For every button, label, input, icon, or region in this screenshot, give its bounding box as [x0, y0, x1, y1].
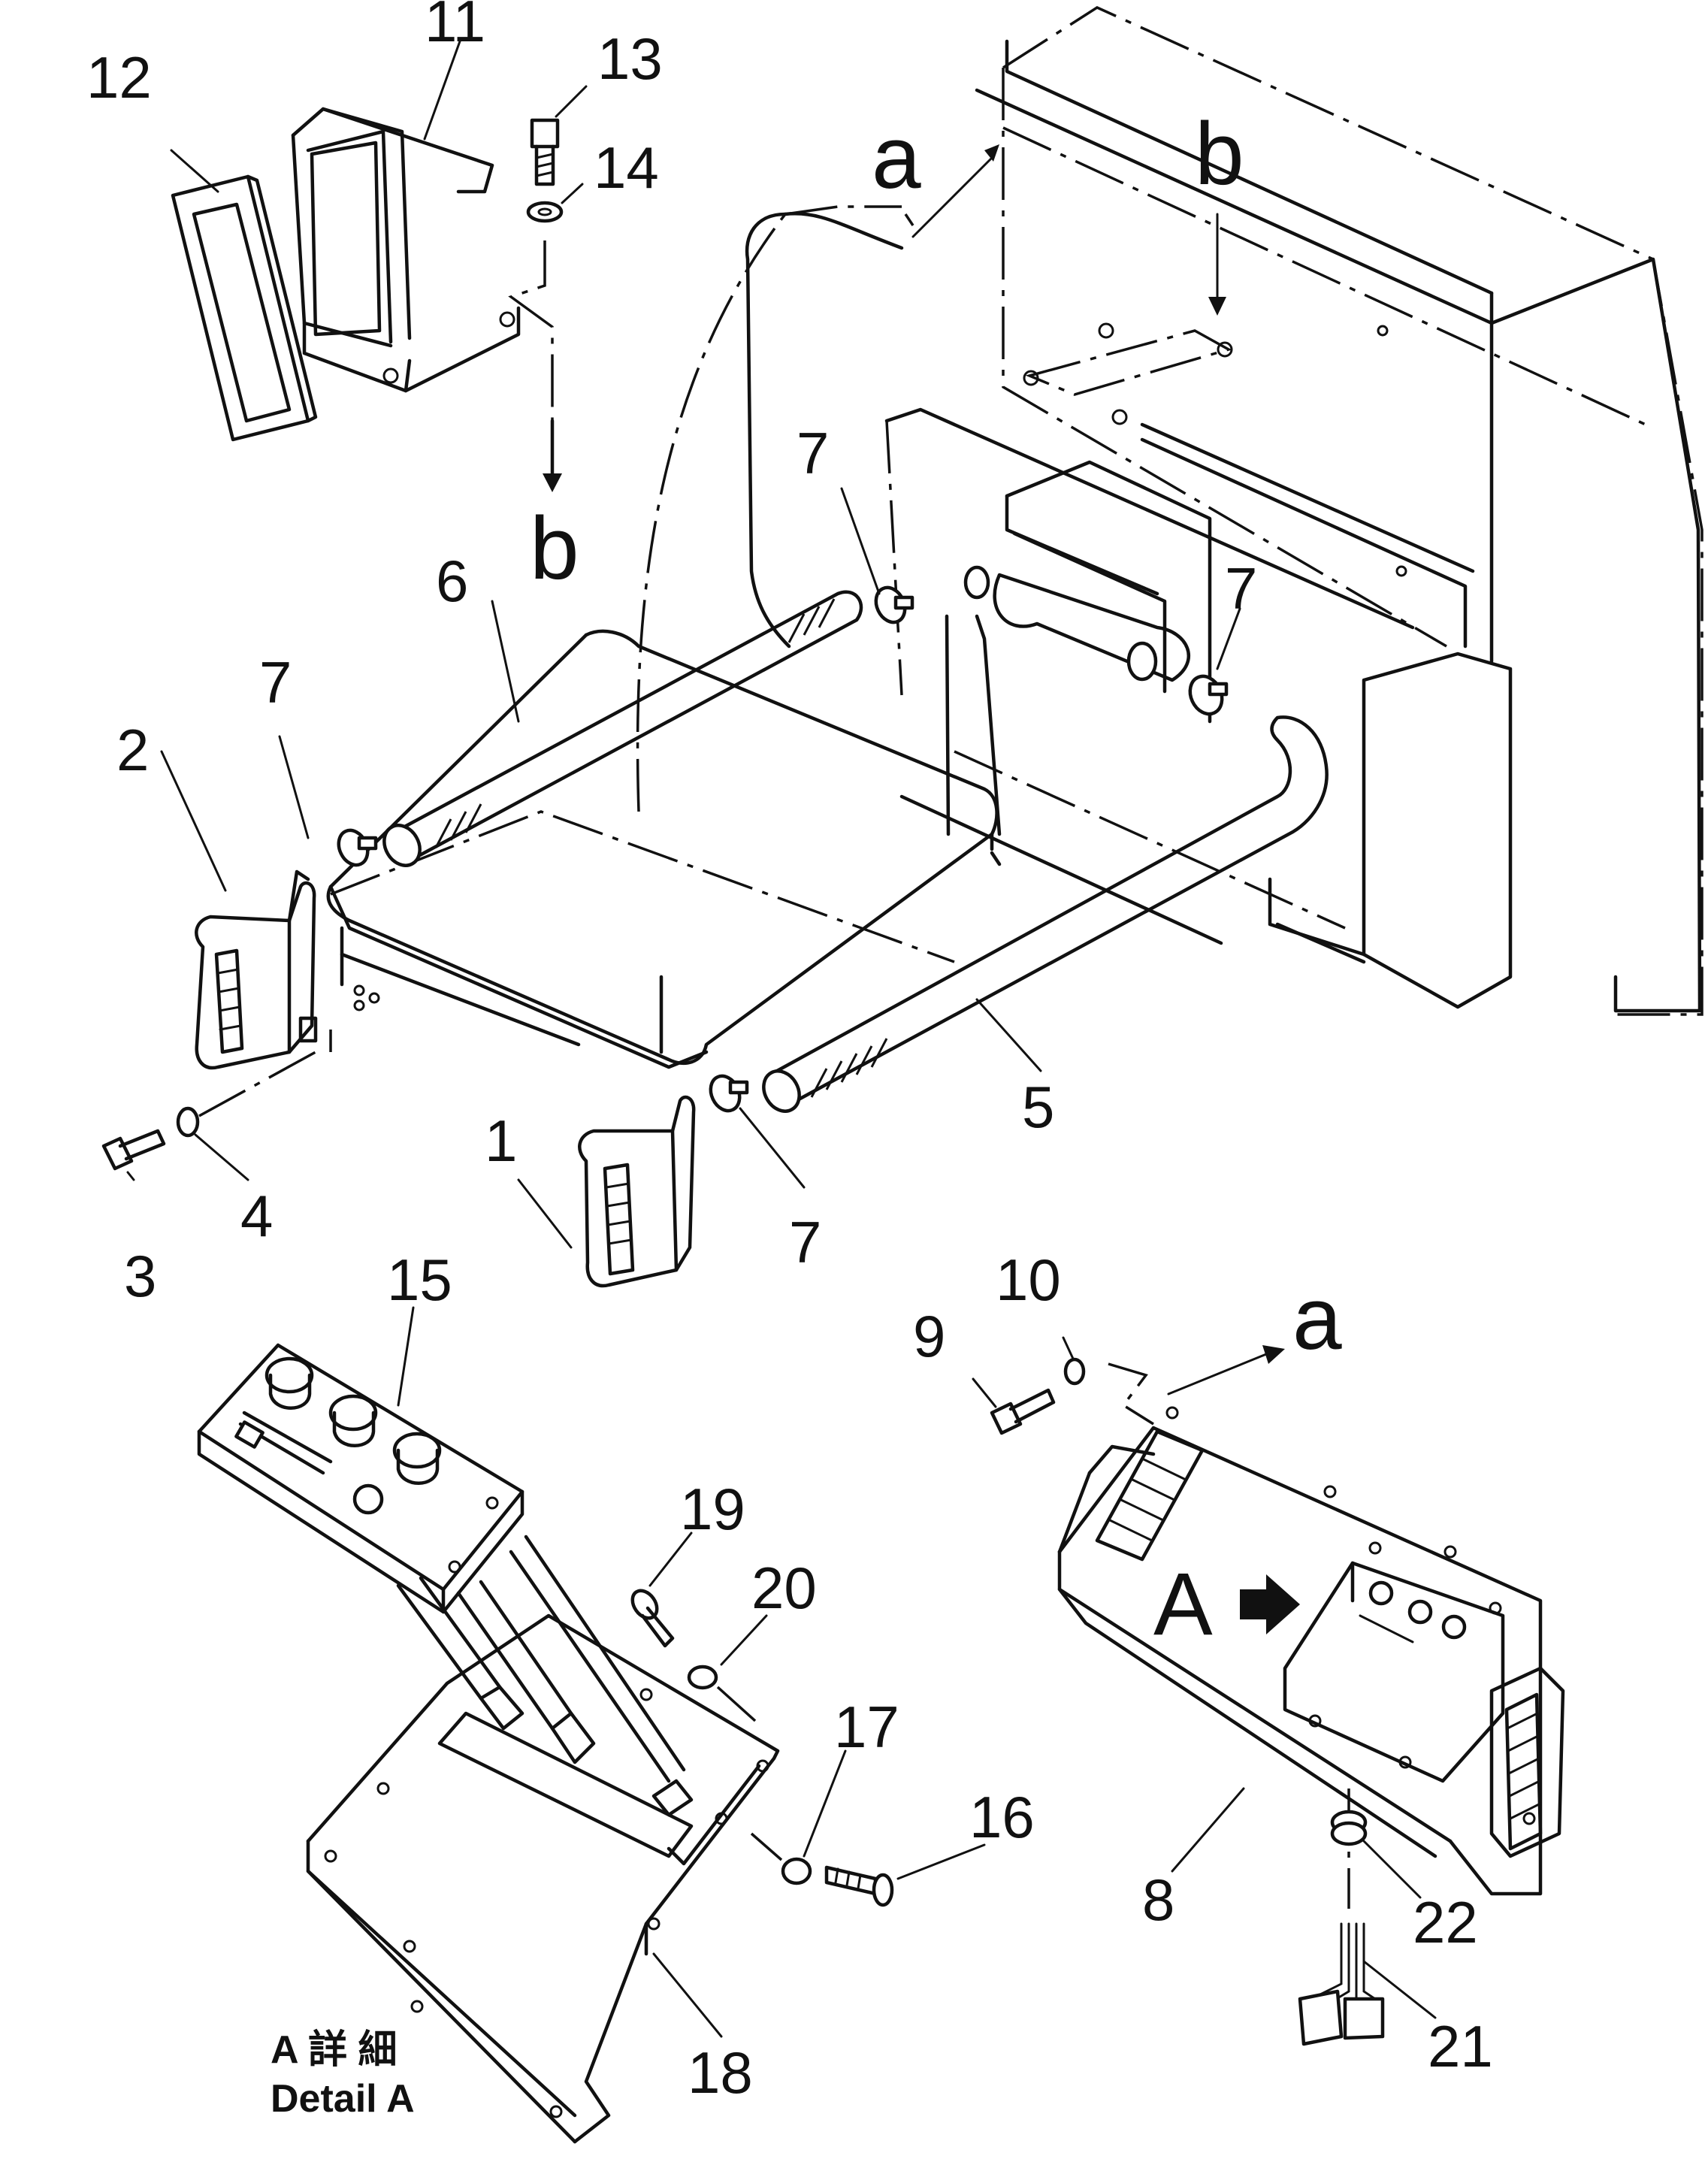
mount-leader-b — [508, 240, 554, 421]
label-part-2: 2 — [116, 717, 149, 783]
label-ref-a-top: a — [872, 108, 921, 207]
vent-2 — [195, 869, 318, 1070]
bolt-icon — [990, 1388, 1056, 1435]
label-part-7-right: 7 — [1225, 555, 1257, 621]
label-part-15: 15 — [387, 1247, 452, 1313]
label-part-4: 4 — [240, 1183, 273, 1249]
label-ref-a-bottom: a — [1292, 1269, 1342, 1368]
control-panel-15 — [197, 1343, 524, 1614]
label-part-3: 3 — [124, 1243, 156, 1309]
arrow-right-icon — [1240, 1574, 1300, 1634]
hose-clamp-icon — [337, 828, 378, 867]
heater-core-unit — [326, 205, 1346, 1069]
wire-connector-icon — [1298, 1922, 1385, 2046]
arrow-up-right-icon — [1262, 1345, 1285, 1364]
bolt-icon — [101, 1129, 166, 1171]
label-part-20: 20 — [751, 1555, 817, 1621]
bolt-icon — [824, 1865, 894, 1907]
label-ref-b-top: b — [1195, 104, 1244, 204]
washer-icon — [176, 1106, 200, 1138]
arrow-down-icon — [543, 473, 562, 492]
caption-detail-a-jp: A 詳 細 — [271, 2028, 398, 2072]
label-part-5: 5 — [1022, 1074, 1054, 1140]
arrow-up-right-icon — [984, 144, 999, 162]
label-part-18: 18 — [688, 2039, 753, 2106]
hose-clamp-icon — [874, 565, 990, 624]
label-part-16: 16 — [969, 1784, 1035, 1850]
heater-unit-8 — [1057, 1406, 1565, 1896]
control-cables — [396, 1535, 694, 1817]
label-ref-b-left: b — [530, 499, 579, 598]
hose-clamp-icon — [709, 1074, 749, 1113]
label-part-1: 1 — [485, 1108, 517, 1174]
leader-lines — [126, 40, 1437, 2038]
label-part-12: 12 — [86, 44, 152, 110]
washer-icon — [687, 1665, 718, 1690]
label-part-17: 17 — [834, 1694, 899, 1760]
label-part-7-upper: 7 — [797, 420, 829, 486]
air-filter-12 — [171, 174, 318, 442]
label-part-13: 13 — [597, 26, 663, 92]
washer-icon — [781, 1857, 812, 1885]
vent-1 — [578, 1095, 696, 1288]
label-part-10: 10 — [996, 1247, 1061, 1313]
duct-11 — [291, 107, 521, 393]
caption-detail-a-en: Detail A — [271, 2077, 415, 2121]
label-part-14: 14 — [594, 135, 659, 201]
washer-icon — [526, 201, 564, 223]
grommet-22 — [1330, 1810, 1368, 1846]
label-part-7-lower: 7 — [789, 1209, 821, 1275]
label-part-19: 19 — [680, 1476, 745, 1542]
label-part-22: 22 — [1413, 1889, 1478, 1955]
hose-6 — [382, 590, 863, 867]
arrow-down-icon — [1208, 297, 1226, 316]
bolt-icon — [530, 118, 560, 186]
washer-icon — [1063, 1357, 1086, 1386]
label-view-A: A — [1153, 1555, 1213, 1654]
label-part-9: 9 — [913, 1303, 945, 1369]
label-part-7-left: 7 — [259, 649, 292, 715]
hose-clamp-icon — [1126, 641, 1229, 716]
label-part-21: 21 — [1428, 2013, 1493, 2079]
bracket-18 — [306, 1613, 780, 2144]
label-part-6: 6 — [436, 548, 468, 614]
hose-5 — [762, 715, 1329, 1113]
label-part-11: 11 — [425, 0, 485, 54]
label-part-8: 8 — [1142, 1867, 1174, 1933]
bolt-icon — [630, 1589, 675, 1648]
cab-body — [884, 6, 1703, 1016]
